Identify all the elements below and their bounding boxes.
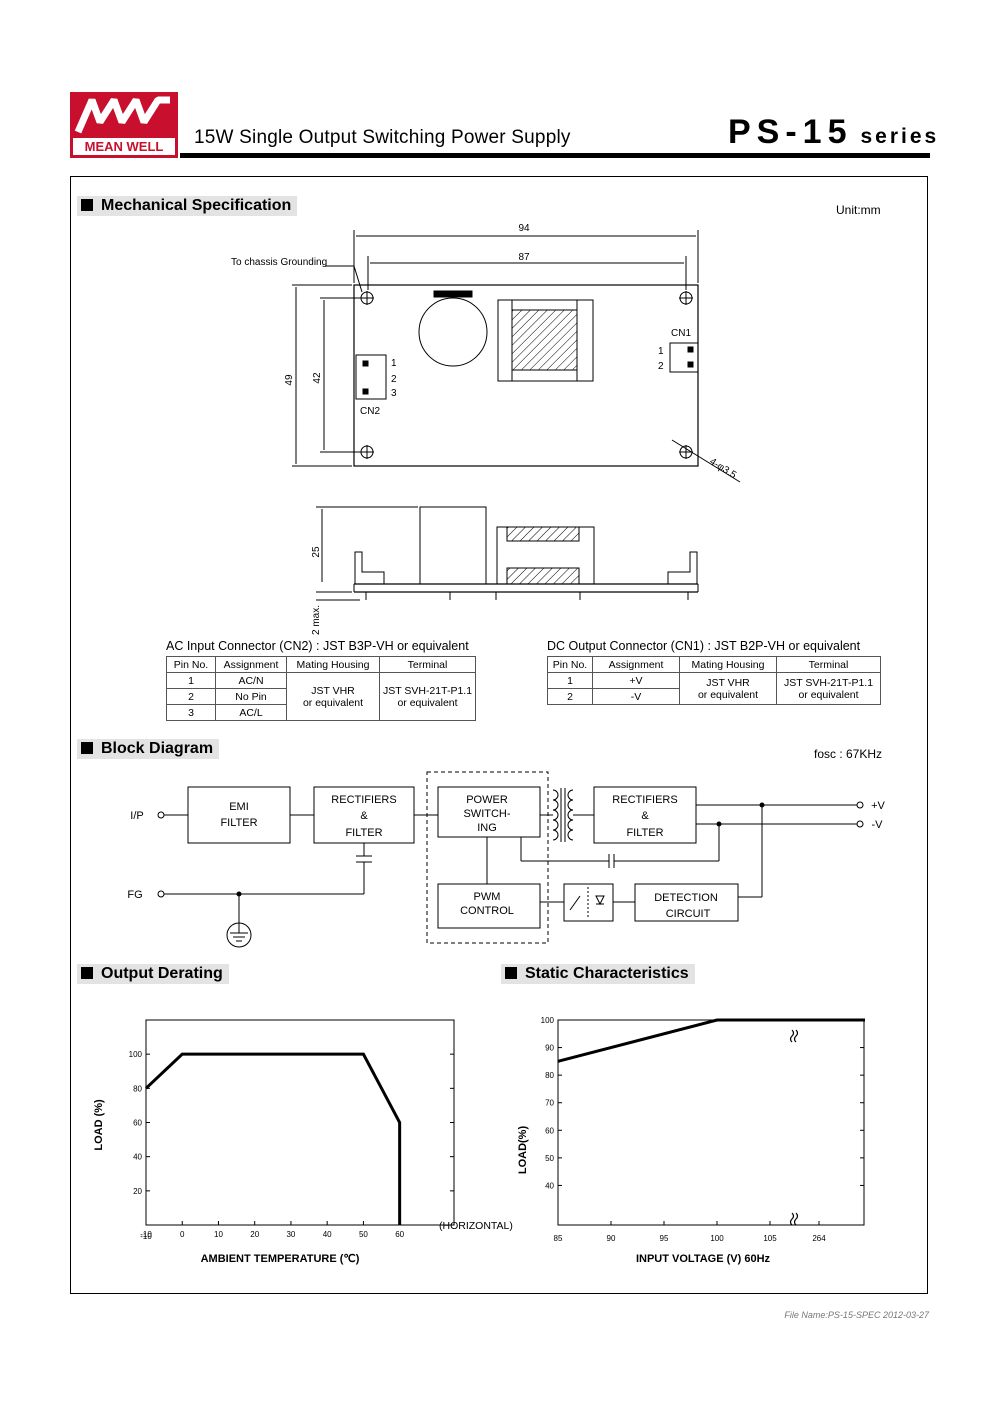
derating-chart: -10 0 10 20 30 40 50 60 20 40 60 80 100 LOAD (%) AMB… (93, 1019, 513, 1265)
svg-text:2: 2 (658, 361, 664, 372)
dim-49: 49 (284, 374, 295, 386)
mean-well-logo: MEAN WELL (70, 92, 178, 158)
svg-text:2: 2 (391, 374, 397, 385)
derating-y-tick-label: 80 (133, 1084, 142, 1093)
fg-label: FG (127, 889, 142, 901)
svg-text:FILTER: FILTER (626, 827, 663, 839)
dim-2max: 2 max. (311, 605, 322, 635)
static-characteristics-heading: Static Characteristics (501, 964, 695, 984)
rectifier-output-block (593, 786, 697, 844)
svg-text:ING: ING (477, 822, 497, 834)
derating-y-tick-label: 20 (133, 1187, 142, 1196)
output-derating-heading: Output Derating (77, 964, 229, 984)
svg-text:FILTER: FILTER (220, 817, 257, 829)
dim-87: 87 (518, 252, 530, 263)
content-frame (70, 176, 928, 1294)
derating-x-tick-label: 40 (323, 1230, 332, 1239)
axis-break-mark (789, 1029, 795, 1043)
mechanical-drawing: 94 87 To chassis Grounding 49 42 25 2 ma… (231, 223, 741, 635)
cn2-label: CN2 (360, 406, 380, 417)
svg-text:&: & (360, 810, 368, 822)
logo-text: MEAN WELL (85, 139, 164, 154)
static-y-tick-label: 70 (545, 1099, 554, 1108)
static-y-tick-label: 40 (545, 1181, 554, 1190)
derating-y-tick-label: 40 (133, 1153, 142, 1162)
static-series-line (557, 1018, 865, 1063)
dim-94: 94 (518, 223, 530, 234)
static-x-tick-label: 85 (554, 1234, 563, 1243)
fosc-label: fosc : 67KHz (814, 747, 883, 761)
derating-x-tick-label: 60 (395, 1230, 404, 1239)
ip-label: I/P (130, 810, 143, 822)
derating-y-axis-label: LOAD (%) (93, 1099, 105, 1151)
block-diagram: I/P FG +V -V EMI FILTER RECTIFIERS & FILTER… (127, 771, 886, 948)
dim-42: 42 (312, 372, 323, 384)
dc-connector-title: DC Output Connector (CN1) : JST B2P-VH o… (547, 639, 861, 653)
svg-text:FILTER: FILTER (345, 827, 382, 839)
svg-text:RECTIFIERS: RECTIFIERS (612, 794, 677, 806)
static-y-tick-label: 100 (541, 1016, 555, 1025)
svg-text:SWITCH-: SWITCH- (463, 808, 510, 820)
static-y-tick-label: 60 (545, 1126, 554, 1135)
derating-series-line (144, 1052, 402, 1225)
block-diagram-heading: Block Diagram (77, 739, 220, 759)
static-y-tick-label: 90 (545, 1044, 554, 1053)
derating-plot-frame (145, 1019, 455, 1226)
svg-text:EMI: EMI (229, 801, 249, 813)
static-x-tick-label: 105 (763, 1234, 777, 1243)
header-rule (180, 153, 930, 158)
static-x-tick-label: 100 (710, 1234, 724, 1243)
hole-dim: 4-φ3.5 (707, 456, 738, 481)
pwm-control-block (437, 883, 541, 929)
footer-file-name: File Name:PS-15-SPEC 2012-03-27 (784, 1310, 929, 1320)
static-x-axis-label: INPUT VOLTAGE (V) 60Hz (636, 1253, 771, 1265)
static-x-tick-label: 90 (607, 1234, 616, 1243)
pv-label: +V (871, 800, 885, 812)
static-x-tick-label: 95 (660, 1234, 669, 1243)
static-chart: 85 90 95 100 105 264 40 50 60 70 80 90 100 LOAD(%) I… (517, 1016, 865, 1265)
derating-x-axis-label: AMBIENT TEMPERATURE (℃) (201, 1253, 360, 1265)
derating-note: (HORIZONTAL) (439, 1220, 513, 1232)
svg-text:DETECTION: DETECTION (654, 892, 718, 904)
derating-x-tick-label: 20 (250, 1230, 259, 1239)
emi-filter-block (187, 786, 291, 844)
svg-text:POWER: POWER (466, 794, 508, 806)
unit-label: Unit:mm (836, 203, 881, 217)
svg-text:&: & (641, 810, 649, 822)
derating-x-tick-label: 0 (180, 1230, 185, 1239)
derating-x-tick-label: 10 (214, 1230, 223, 1239)
derating-x-tick-label: 30 (286, 1230, 295, 1239)
svg-text:PWM: PWM (474, 891, 501, 903)
chassis-grounding-label: To chassis Grounding (231, 257, 327, 268)
ac-connector-title: AC Input Connector (CN2) : JST B3P-VH or… (166, 639, 469, 653)
derating-x-tick-label: -10 (140, 1230, 152, 1239)
dim-25: 25 (311, 546, 322, 558)
svg-text:CIRCUIT: CIRCUIT (666, 908, 711, 920)
power-switching-block (437, 786, 541, 838)
cn1-label: CN1 (671, 328, 691, 339)
svg-text:3: 3 (391, 388, 397, 399)
static-y-axis-label: LOAD(%) (517, 1126, 529, 1175)
derating-y-tick-label: 60 (133, 1119, 142, 1128)
svg-text:1: 1 (658, 346, 664, 357)
derating-y-tick-label: 100 (129, 1050, 143, 1059)
svg-text:CONTROL: CONTROL (460, 905, 514, 917)
nv-label: -V (872, 819, 884, 831)
static-y-tick-label: 50 (545, 1154, 554, 1163)
mechanical-section-heading: Mechanical Specification (77, 196, 298, 216)
svg-text:RECTIFIERS: RECTIFIERS (331, 794, 396, 806)
svg-text:1: 1 (391, 358, 397, 369)
document-title: 15W Single Output Switching Power Supply (194, 127, 571, 148)
static-plot-frame (557, 1019, 865, 1226)
derating-x-tick-extra: -10 (140, 1232, 152, 1241)
derating-x-tick-label: 50 (359, 1230, 368, 1239)
static-y-tick-label: 80 (545, 1071, 554, 1080)
static-x-tick-label: 264 (812, 1234, 826, 1243)
